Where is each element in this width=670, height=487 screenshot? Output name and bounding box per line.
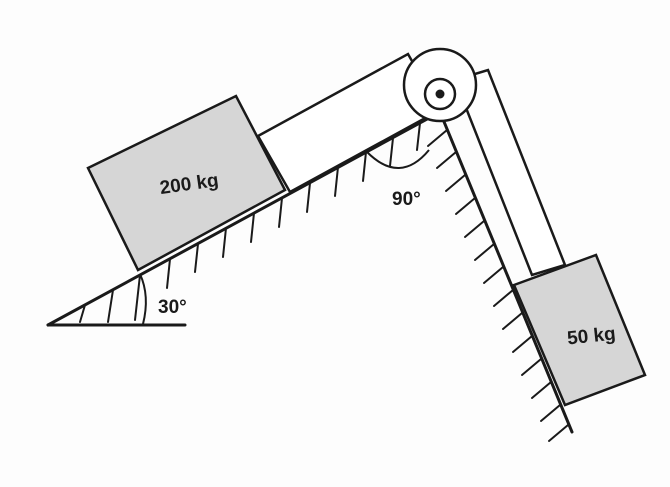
right-incline-surface [438,110,574,434]
left-incline-hatching [79,122,421,323]
pulley [402,47,478,123]
block-right: 50 kg [512,253,647,407]
apex-angle-label: 90° [392,189,421,210]
incline-angle-label: 30° [158,297,187,318]
block-right-label: 50 kg [566,324,617,350]
apex-angle-arc [366,149,430,169]
pulley-axle [435,89,445,99]
angle-arcs [139,149,430,325]
rope-right [453,68,567,277]
block-left: 200 kg [86,94,287,272]
right-incline-hatching [427,129,569,442]
incline-angle-arc [139,273,147,325]
